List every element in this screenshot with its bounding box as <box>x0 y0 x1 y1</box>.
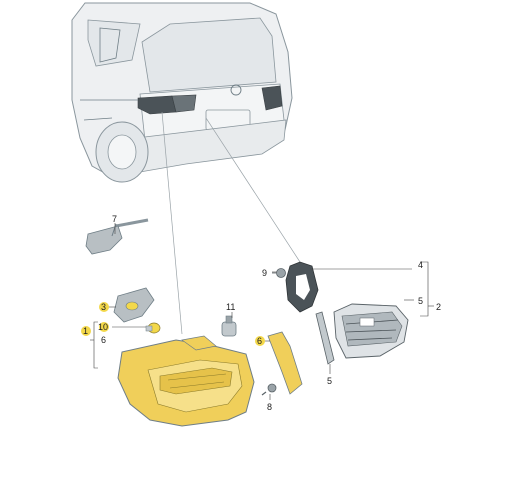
part-6-cover-strip <box>267 331 303 395</box>
brand-badge <box>230 84 242 96</box>
callout-7: 7 <box>112 214 117 224</box>
part-7-bracket <box>85 218 149 255</box>
car-left-tail-light <box>137 95 177 115</box>
part-5-seal-strip <box>315 311 335 365</box>
callout-8: 8 <box>267 402 272 412</box>
callout-6-left: 6 <box>101 335 106 345</box>
callout-5-lower: 5 <box>327 376 332 386</box>
part-2-inner-tail-light <box>333 303 409 359</box>
callout-5-upper: 5 <box>418 296 423 306</box>
leader-lines <box>161 111 301 335</box>
callout-lines <box>90 223 434 400</box>
body-character-line <box>80 99 138 121</box>
part-10-bulb <box>145 322 161 334</box>
part-8-screw <box>261 383 277 396</box>
callout-10: 10 <box>98 322 108 332</box>
callout-2: 2 <box>436 302 441 312</box>
side-window <box>87 19 141 67</box>
part-4-gasket-hole <box>296 274 310 300</box>
part-3-bracket <box>113 287 155 323</box>
callout-4: 4 <box>418 260 423 270</box>
callout-6-right: 6 <box>257 336 262 346</box>
rear-window <box>141 17 277 93</box>
part-9-screw <box>272 268 286 278</box>
car-right-tail-light <box>261 85 283 111</box>
rear-wheel-hub <box>107 134 137 170</box>
callout-1: 1 <box>83 326 88 336</box>
callout-3: 3 <box>101 302 106 312</box>
part-11-bulb-holder <box>221 315 237 337</box>
callout-11: 11 <box>226 302 235 312</box>
vehicle-rear-illustration <box>71 2 293 183</box>
car-left-tail-light-inner <box>171 94 197 113</box>
part-1-outer-tail-light <box>117 335 255 427</box>
callout-9: 9 <box>262 268 267 278</box>
callout-highlight-dots <box>81 302 265 346</box>
side-window-rear <box>99 27 121 63</box>
